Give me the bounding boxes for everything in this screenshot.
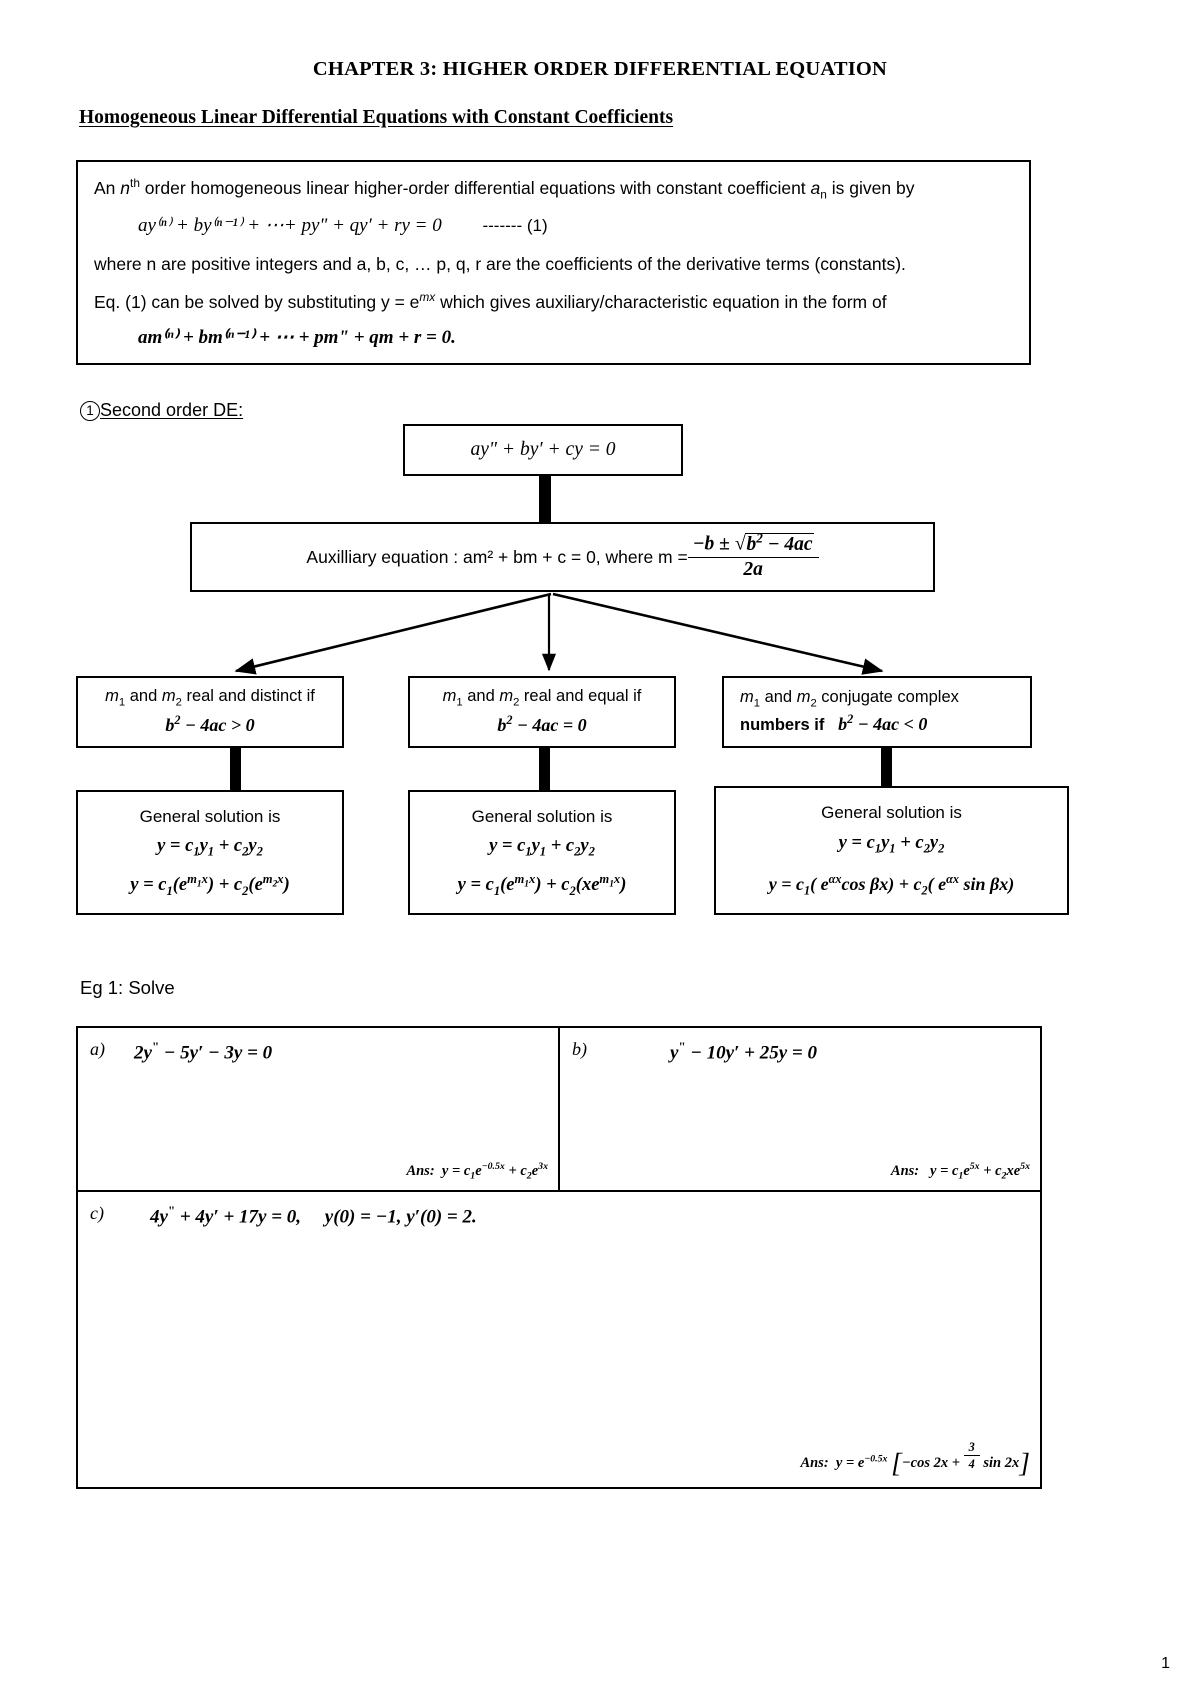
de-equation: ay" + by′ + cy = 0 bbox=[470, 439, 616, 461]
question-body-b: y" − 10y′ + 25y = 0 bbox=[670, 1039, 817, 1064]
definition-line-1: An nth order homogeneous linear higher-o… bbox=[94, 176, 914, 201]
exercise-cell-c: c) 4y" + 4y′ + 17y = 0, y(0) = −1, y′(0)… bbox=[78, 1192, 1040, 1487]
definition-line-3: where n are positive integers and a, b, … bbox=[94, 254, 906, 274]
def-sup-th: th bbox=[130, 176, 140, 190]
connector-cond1-to-sol1 bbox=[230, 746, 241, 792]
solution-2-line-2: y = c1(em1x) + c2(xem1x) bbox=[457, 871, 627, 898]
def-text-c: is given by bbox=[826, 177, 915, 198]
page-number: 1 bbox=[1161, 1655, 1170, 1672]
solution-3-title: General solution is bbox=[821, 802, 962, 822]
page-title: CHAPTER 3: HIGHER ORDER DIFFERENTIAL EQU… bbox=[312, 58, 888, 80]
answer-c: Ans: y = e−0.5x [−cos 2x + 3 4 sin 2x] bbox=[800, 1439, 1030, 1478]
condition-1-line-1: m1 and m2 real and distinct if bbox=[105, 687, 315, 709]
flow-box-solution-equal: General solution is y = c1y1 + c2y2 y = … bbox=[408, 790, 676, 915]
definition-box: An nth order homogeneous linear higher-o… bbox=[76, 160, 1031, 365]
equation-1-text: ay⁽ⁿ⁾ + by⁽ⁿ⁻¹⁾ + ⋯+ py" + qy′ + ry = 0 bbox=[138, 215, 442, 236]
quadratic-numerator: −b ± √b2 − 4ac bbox=[687, 530, 819, 559]
question-tag-b: b) bbox=[572, 1039, 587, 1059]
flow-box-solution-distinct: General solution is y = c1y1 + c2y2 y = … bbox=[76, 790, 344, 915]
answer-b: Ans: y = c1e5x + c2xe5x bbox=[890, 1161, 1030, 1182]
arrow-to-condition-3 bbox=[552, 592, 884, 675]
def-var-a: a bbox=[810, 177, 821, 198]
exercise-cell-a: a) 2y" − 5y′ − 3y = 0 Ans: y = c1e−0.5x … bbox=[78, 1028, 560, 1190]
solution-1-title: General solution is bbox=[139, 806, 281, 826]
quadratic-formula-fraction: −b ± √b2 − 4ac 2a bbox=[687, 530, 819, 581]
question-tag-a: a) bbox=[90, 1039, 105, 1059]
definition-equation-2: am⁽ⁿ⁾ + bm⁽ⁿ⁻¹⁾ + ⋯ + pm" + qm + r = 0. bbox=[138, 327, 456, 348]
example-label: Eg 1: Solve bbox=[80, 977, 175, 998]
def-line4-exponent: mx bbox=[419, 290, 436, 304]
def-text-b: order homogeneous linear higher-order di… bbox=[139, 177, 811, 198]
def-line4-b: which gives auxiliary/characteristic equ… bbox=[435, 291, 887, 312]
question-tag-c: c) bbox=[90, 1203, 104, 1223]
def-var-n: n bbox=[120, 177, 131, 198]
definition-equation-1: ay⁽ⁿ⁾ + by⁽ⁿ⁻¹⁾ + ⋯+ py" + qy′ + ry = 0 … bbox=[138, 214, 548, 237]
flow-box-solution-complex: General solution is y = c1y1 + c2y2 y = … bbox=[714, 786, 1069, 915]
circled-number-icon: 1 bbox=[80, 401, 100, 421]
quadratic-denominator: 2a bbox=[743, 559, 763, 581]
answer-a: Ans: y = c1e−0.5x + c2e3x bbox=[406, 1161, 548, 1182]
equation-1-tag: ------- (1) bbox=[482, 216, 548, 235]
question-body-a: 2y" − 5y′ − 3y = 0 bbox=[134, 1039, 273, 1064]
connector-cond3-to-sol3 bbox=[881, 746, 892, 788]
condition-1-line-2: b2 − 4ac > 0 bbox=[165, 712, 255, 735]
flow-box-differential-equation: ay" + by′ + cy = 0 bbox=[403, 424, 683, 476]
exercise-cell-b: b) y" − 10y′ + 25y = 0 Ans: y = c1e5x + … bbox=[560, 1028, 1040, 1190]
condition-2-line-2: b2 − 4ac = 0 bbox=[497, 712, 587, 735]
solution-2-title: General solution is bbox=[471, 806, 613, 826]
condition-2-line-1: m1 and m2 real and equal if bbox=[442, 687, 642, 709]
solution-3-line-1: y = c1y1 + c2y2 bbox=[838, 832, 945, 856]
flow-box-condition-complex-roots: m1 and m2 conjugate complex numbers if b… bbox=[722, 676, 1032, 748]
flow-box-auxiliary-equation: Auxilliary equation : am² + bm + c = 0, … bbox=[190, 522, 935, 592]
solution-2-line-1: y = c1y1 + c2y2 bbox=[489, 836, 595, 859]
item-label: Second order DE: bbox=[100, 400, 244, 420]
arrow-to-condition-1 bbox=[234, 592, 552, 675]
exercise-row-c: c) 4y" + 4y′ + 17y = 0, y(0) = −1, y′(0)… bbox=[78, 1192, 1040, 1487]
exercise-row-ab: a) 2y" − 5y′ − 3y = 0 Ans: y = c1e−0.5x … bbox=[78, 1028, 1040, 1192]
definition-line-4: Eq. (1) can be solved by substituting y … bbox=[94, 290, 887, 313]
connector-de-to-aux bbox=[539, 476, 551, 524]
solution-1-line-2: y = c1(em1x) + c2(em2x) bbox=[130, 871, 290, 898]
section-heading: Homogeneous Linear Differential Equation… bbox=[79, 107, 674, 128]
aux-prefix: Auxilliary equation : am² + bm + c = 0, … bbox=[306, 546, 688, 567]
exercise-table: a) 2y" − 5y′ − 3y = 0 Ans: y = c1e−0.5x … bbox=[76, 1026, 1042, 1489]
def-line4-a: Eq. (1) can be solved by substituting y … bbox=[94, 291, 420, 312]
solution-1-line-1: y = c1y1 + c2y2 bbox=[157, 836, 263, 859]
condition-3-line-1: m1 and m2 conjugate complex bbox=[740, 687, 959, 710]
flow-box-condition-equal-roots: m1 and m2 real and equal if b2 − 4ac = 0 bbox=[408, 676, 676, 748]
def-text-a: An bbox=[94, 177, 121, 198]
connector-cond2-to-sol2 bbox=[539, 746, 550, 792]
question-body-c: 4y" + 4y′ + 17y = 0, y(0) = −1, y′(0) = … bbox=[150, 1203, 477, 1228]
def-sub-n: n bbox=[820, 187, 827, 202]
condition-3-line-2: numbers if b2 − 4ac < 0 bbox=[740, 712, 928, 735]
aux-equation-row: Auxilliary equation : am² + bm + c = 0, … bbox=[306, 530, 819, 582]
flow-box-condition-distinct-roots: m1 and m2 real and distinct if b2 − 4ac … bbox=[76, 676, 344, 748]
solution-3-line-2: y = c1( eαxcos βx) + c2( eαx sin βx) bbox=[768, 872, 1015, 898]
